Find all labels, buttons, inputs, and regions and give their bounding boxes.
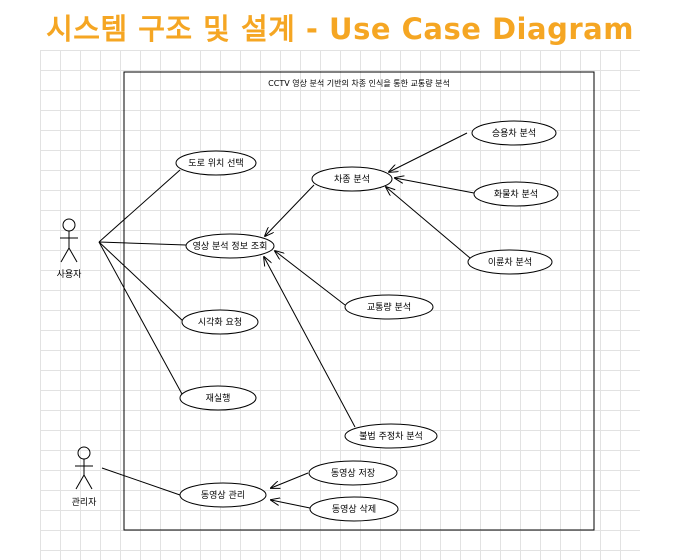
usecase-video-manage-label: 동영상 관리: [201, 490, 245, 501]
arrow-two-wheeler-to-vehicle-type: [386, 187, 471, 259]
assoc-user-visualization: [98, 241, 185, 323]
usecase-video-manage[interactable]: [179, 482, 267, 508]
usecase-truck[interactable]: [473, 181, 559, 207]
usecase-video-delete-label: 동영상 삭제: [332, 504, 376, 515]
actor-user[interactable]: [60, 218, 78, 263]
usecase-visualization-label: 시각화 요청: [198, 316, 242, 328]
usecase-rerun[interactable]: [179, 385, 257, 411]
usecase-vehicle-type-label: 차종 분석: [334, 173, 370, 185]
usecase-road-location[interactable]: [175, 150, 257, 176]
usecase-passenger-car-label: 승용차 분석: [492, 127, 536, 139]
usecase-query-analysis[interactable]: [185, 233, 275, 259]
arrow-video-delete-to-manage: [271, 500, 311, 509]
usecase-road-location-label: 도로 위치 선택: [188, 157, 243, 169]
usecase-traffic-volume[interactable]: [344, 294, 434, 320]
assoc-admin-video-manage: [101, 467, 181, 496]
usecase-video-save[interactable]: [308, 460, 398, 486]
actor-admin-label: 관리자: [72, 497, 98, 508]
arrow-video-save-to-manage: [271, 472, 309, 488]
system-name: CCTV 영상 분석 기반의 차종 인식을 통한 교통량 분석: [268, 78, 450, 88]
usecase-visualization[interactable]: [181, 309, 259, 335]
usecase-video-save-label: 동영상 저장: [331, 468, 375, 479]
usecase-vehicle-type[interactable]: [311, 166, 393, 192]
assoc-user-road-location: [98, 169, 181, 243]
arrow-truck-to-vehicle-type: [395, 178, 475, 194]
actor-user-label: 사용자: [57, 269, 83, 280]
actor-admin[interactable]: [75, 446, 93, 490]
usecase-video-delete[interactable]: [309, 496, 399, 522]
usecase-illegal-parking-label: 불법 주정차 분석: [359, 430, 423, 442]
usecase-rerun-label: 재실행: [206, 392, 231, 404]
usecase-two-wheeler-label: 이륜차 분석: [488, 256, 532, 268]
page-title: 시스템 구조 및 설계 - Use Case Diagram: [46, 12, 634, 46]
system-boundary: [123, 71, 595, 531]
assoc-user-query-analysis: [98, 241, 187, 246]
arrow-illegal-parking-to-query: [264, 257, 356, 428]
arrow-traffic-volume-to-query: [275, 251, 346, 306]
usecase-two-wheeler[interactable]: [467, 249, 553, 275]
arrow-vehicle-type-to-query: [265, 184, 315, 236]
arrow-passenger-car-to-vehicle-type: [389, 132, 468, 172]
usecase-query-analysis-label: 영상 분석 정보 조회: [193, 241, 268, 252]
usecase-passenger-car[interactable]: [471, 120, 557, 146]
assoc-user-rerun: [98, 241, 183, 395]
usecase-illegal-parking[interactable]: [344, 423, 438, 449]
usecase-traffic-volume-label: 교통량 분석: [367, 301, 411, 313]
usecase-truck-label: 화물차 분석: [494, 188, 538, 200]
